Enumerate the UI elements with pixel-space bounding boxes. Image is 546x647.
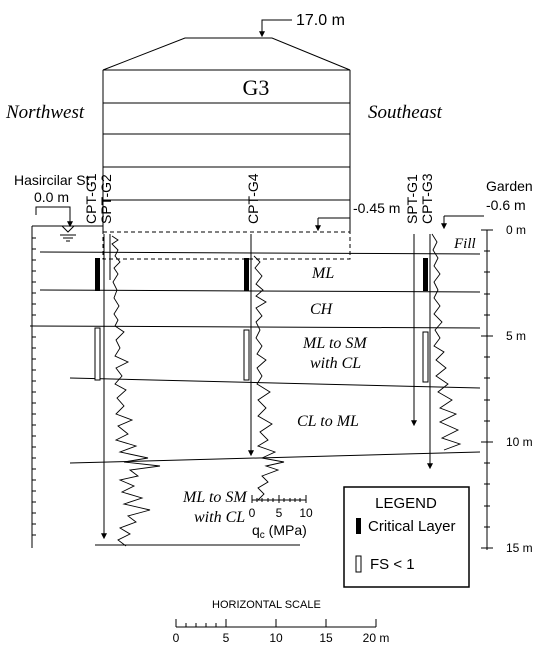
layer-label-with-cl: with CL (310, 355, 361, 372)
fs-markers (94, 327, 429, 383)
right-depth-axis (481, 229, 493, 550)
garden-name: Garden (486, 178, 533, 194)
basement-outline (102, 231, 351, 260)
legend-fs-icon (355, 555, 362, 573)
critical-layer-bar (95, 258, 100, 291)
legend: LEGEND Critical Layer FS < 1 (343, 486, 470, 588)
fs-less-than-one-bar (243, 329, 250, 381)
left-axis-ticks (32, 237, 36, 536)
fs-less-than-one-bar (422, 331, 429, 383)
qc-scale-axis (251, 495, 307, 503)
depth-tick-label: 15 m (506, 541, 533, 555)
borehole-lines (101, 234, 433, 540)
fs-less-than-one-bar (94, 327, 101, 381)
horizontal-scale-title: HORIZONTAL SCALE (212, 599, 321, 611)
cpt-traces (111, 233, 462, 547)
legend-box (343, 486, 470, 588)
street-marker (35, 206, 73, 228)
borehole-label: CPT-G3 (419, 173, 435, 224)
right-axis-minor-ticks (484, 250, 490, 528)
horizontal-scale-tick: 15 (319, 631, 333, 645)
height-marker (259, 19, 292, 38)
foundation-depth-marker (315, 217, 350, 232)
layer-label-cl-ml: CL to ML (297, 413, 359, 430)
horizontal-scale-tick: 10 (269, 631, 283, 645)
borehole-label: SPT-G2 (98, 174, 114, 224)
borehole-label: CPT-G4 (245, 173, 261, 224)
depth-tick-label: 5 m (506, 329, 526, 343)
foundation-depth-label: -0.45 m (353, 200, 400, 216)
direction-southeast: Southeast (368, 102, 443, 123)
layer-label-ml: ML (311, 265, 334, 282)
critical-layer-bar (244, 258, 249, 291)
garden-level: -0.6 m (486, 197, 526, 213)
garden-marker (441, 215, 484, 230)
borehole-label: CPT-G1 (83, 173, 99, 224)
building (102, 37, 351, 260)
depth-tick-label: 10 m (506, 435, 533, 449)
qc-tick-label: 10 (299, 506, 313, 520)
qc-tick-label: 5 (276, 506, 283, 520)
layer-label-ml-sm-bottom: ML to SM (182, 489, 248, 506)
cpt-trace-middle (253, 255, 285, 501)
qc-axis-subscript: c (260, 530, 265, 541)
qc-axis-label: qc (MPa) (252, 522, 307, 541)
qc-tick-label: 0 (249, 506, 256, 520)
horizontal-scale-tick: 0 (173, 631, 180, 645)
cpt-trace-right (431, 233, 462, 451)
legend-title: LEGEND (375, 495, 437, 512)
critical-layer-bar (423, 258, 428, 291)
water-table-icon (60, 225, 76, 242)
horizontal-scale-tick: 5 (223, 631, 230, 645)
qc-axis-unit: (MPa) (265, 522, 307, 538)
horizontal-scale-bar (175, 619, 377, 628)
depth-tick-label: 0 m (506, 223, 526, 237)
ground-surface (31, 225, 103, 548)
direction-northwest: Northwest (5, 102, 85, 123)
building-roof (102, 37, 351, 71)
street-name: Hasircilar St. (14, 172, 93, 188)
building-height-label: 17.0 m (296, 12, 345, 29)
legend-fs-label: FS < 1 (370, 556, 415, 573)
layer-label-with-cl-bottom: with CL (194, 509, 245, 526)
layer-label-ml-sm: ML to SM (302, 335, 368, 352)
borehole-label: SPT-G1 (404, 174, 420, 224)
street-level: 0.0 m (34, 189, 69, 205)
layer-label-ch: CH (310, 301, 334, 318)
legend-critical-layer-icon (356, 518, 361, 534)
layer-boundaries (29, 251, 481, 546)
cpt-trace-left (111, 235, 161, 547)
legend-critical-layer-label: Critical Layer (368, 518, 456, 535)
building-name: G3 (243, 75, 270, 100)
qc-axis-symbol: q (252, 522, 260, 538)
layer-label-fill: Fill (453, 236, 476, 252)
horizontal-scale-tick: 20 m (363, 631, 390, 645)
critical-layer-markers (95, 258, 428, 291)
